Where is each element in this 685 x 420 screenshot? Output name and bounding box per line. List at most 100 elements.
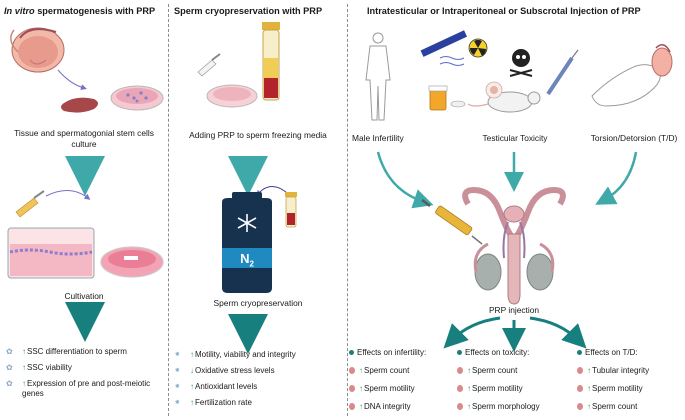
effect-item: ↑Sperm motility: [577, 384, 683, 394]
effects-heading-text: Effects on infertility:: [357, 348, 427, 357]
effects-heading-text: Effects on T/D:: [585, 348, 638, 357]
effect-text: DNA integrity: [364, 402, 411, 411]
effect-item: ↑Sperm motility: [457, 384, 575, 394]
pipette-icon: [197, 53, 221, 77]
tank-label-main: N: [240, 251, 250, 266]
rat-icon: [467, 81, 541, 113]
radiation-icon: [468, 38, 488, 58]
outcome-item: ⁕ ↑Motility, viability and integrity: [174, 350, 344, 360]
increase-arrow-icon: ↑: [467, 384, 471, 393]
outcome-item: ✿↑SSC viability: [6, 363, 164, 373]
increase-arrow-icon: ↑: [22, 379, 26, 388]
outcome-text: SSC viability: [27, 363, 72, 372]
increase-arrow-icon: ↑: [587, 384, 591, 393]
human-figure-icon: [365, 32, 391, 121]
petri-dish-icon: [100, 246, 164, 278]
effect-item: ↑Sperm count: [577, 402, 683, 412]
diverging-arrow: [443, 316, 501, 349]
increase-arrow-icon: ↑: [190, 350, 194, 359]
effect-text: Sperm count: [472, 366, 518, 375]
cell-icon: ✿: [6, 347, 13, 356]
effect-text: Sperm motility: [592, 384, 643, 393]
prp-tube-icon: [285, 192, 297, 228]
panel-3-title: Intratesticular or Intraperitoneal or Su…: [367, 6, 641, 16]
panel-1-title-rest: spermatogenesis with PRP: [34, 6, 156, 16]
sperm-icon: ⁕: [174, 366, 181, 375]
diverging-arrow: [529, 316, 587, 349]
caption-prp-injection: PRP injection: [488, 305, 540, 315]
panel-1-title-italic: In vitro: [4, 6, 35, 16]
outcome-text: Antioxidant levels: [195, 382, 258, 391]
outcome-item: ⁕ ↓Oxidative stress levels: [174, 366, 344, 376]
panel-2-title: Sperm cryopreservation with PRP: [174, 6, 323, 16]
effect-item: ↑Sperm morphology: [457, 402, 575, 412]
culture-dish-icon: [206, 84, 258, 108]
increase-arrow-icon: ↑: [359, 384, 363, 393]
sperm-icon: [349, 367, 355, 374]
sperm-icon: ⁕: [174, 382, 181, 391]
effects-heading: Effects on infertility:: [349, 348, 455, 358]
pipette-icon: [15, 190, 45, 218]
culture-dish-icon: [110, 85, 164, 111]
process-arrow: [256, 186, 287, 197]
increase-arrow-icon: ↑: [190, 382, 194, 391]
sperm-icon: [457, 367, 463, 374]
effect-text: Tubular integrity: [592, 366, 650, 375]
skull-icon: [509, 49, 533, 77]
caption-torsion-detorsion: Torsion/Detorsion (T/D): [590, 133, 678, 143]
decrease-arrow-icon: ↓: [190, 366, 194, 375]
sperm-icon: [457, 385, 463, 392]
pills-icon: [428, 85, 466, 111]
increase-arrow-icon: ↑: [467, 366, 471, 375]
bullet-icon: [349, 350, 354, 356]
effects-toxicity: Effects on toxicity: ↑Sperm count ↑Sperm…: [457, 348, 575, 412]
effects-infertility: Effects on infertility: ↑Sperm count ↑Sp…: [349, 348, 455, 412]
reproductive-system-icon: [462, 186, 566, 305]
outcome-item: ✿ ↑Expression of pre and post-meiotic gen…: [6, 379, 164, 399]
sperm-icon: [577, 367, 583, 374]
effect-item: ↑Sperm count: [457, 366, 575, 376]
panel-2-outcomes: ⁕↑Motility, viability and integrity ⁕↓Ox…: [174, 350, 344, 414]
culture-well-icon: [7, 227, 95, 279]
bullet-icon: [457, 350, 462, 356]
sperm-icon: ⁕: [174, 350, 181, 359]
sperm-icon: [577, 385, 583, 392]
sperm-icon: [349, 403, 355, 410]
effect-item: ↑Sperm count: [349, 366, 455, 376]
effect-text: Sperm motility: [364, 384, 415, 393]
increase-arrow-icon: ↑: [359, 366, 363, 375]
outcome-text: Oxidative stress levels: [195, 366, 275, 375]
panel-divider: [347, 4, 348, 416]
uv-lamp-icon: [420, 30, 468, 66]
caption-testicular-toxicity: Testicular Toxicity: [482, 133, 548, 143]
caption-male-infertility: Male Infertility: [352, 133, 404, 143]
increase-arrow-icon: ↑: [467, 402, 471, 411]
convergence-arrow: [595, 151, 638, 205]
outcome-item: ✿↑SSC differentiation to sperm: [6, 347, 164, 357]
effect-text: Sperm morphology: [472, 402, 540, 411]
panel-1-title: In vitro spermatogenesis with PRP: [4, 6, 155, 16]
tissue-fragment-icon: [61, 97, 98, 113]
increase-arrow-icon: ↑: [587, 366, 591, 375]
increase-arrow-icon: ↑: [22, 347, 26, 356]
increase-arrow-icon: ↑: [190, 398, 194, 407]
cell-icon: ✿: [6, 363, 13, 372]
effects-torsion: Effects on T/D: ↑Tubular integrity ↑Sper…: [577, 348, 683, 412]
effect-text: Sperm count: [592, 402, 638, 411]
effect-item: ↑Tubular integrity: [577, 366, 683, 376]
process-arrow: [57, 69, 87, 91]
sperm-icon: [577, 403, 583, 410]
caption-cultivation: Cultivation: [64, 291, 104, 301]
injection-syringe-icon: [421, 199, 483, 245]
sperm-icon: [349, 385, 355, 392]
caption-culture: Tissue and spermatogonial stem cells cul…: [14, 128, 154, 149]
cell-icon: ✿: [6, 379, 13, 388]
outcome-text: Expression of pre and post-meiotic genes: [22, 379, 151, 398]
tank-label: N2: [235, 251, 259, 269]
effects-heading: Effects on toxicity:: [457, 348, 575, 358]
caption-adding-prp: Adding PRP to sperm freezing media: [189, 130, 327, 140]
process-arrow: [45, 190, 91, 200]
panel-1-outcomes: ✿↑SSC differentiation to sperm ✿↑SSC via…: [6, 347, 164, 405]
outcome-text: Motility, viability and integrity: [195, 350, 296, 359]
